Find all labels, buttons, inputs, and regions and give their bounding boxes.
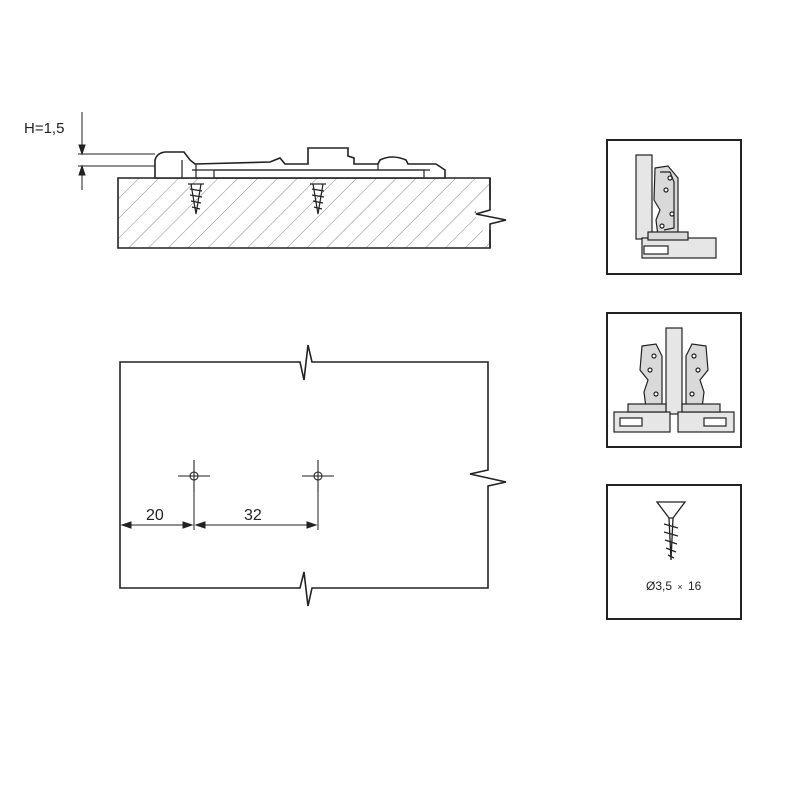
dimension-label-32: 32	[244, 507, 262, 524]
side-view: H=1,5	[24, 112, 507, 249]
height-dimension	[78, 112, 155, 190]
height-label: H=1,5	[24, 120, 64, 137]
screw-size-label: Ø3,5 × 16	[646, 579, 702, 593]
drill-hole-1	[178, 460, 210, 492]
screw-panel: Ø3,5 × 16	[606, 484, 742, 620]
panel-outline	[119, 344, 507, 607]
inset-hinge-panel	[606, 139, 742, 275]
inset-hinge-icon	[635, 154, 717, 259]
double-hinge-panel	[606, 312, 742, 448]
dimension-label-20: 20	[146, 507, 164, 524]
mounting-plate-profile	[154, 147, 446, 179]
drill-hole-2	[302, 460, 334, 492]
screw-icon	[655, 501, 687, 561]
screw-right	[310, 183, 326, 215]
dimension-lines	[120, 490, 319, 530]
double-hinge-icon	[613, 327, 735, 433]
hole-layout-view: 20 32	[119, 344, 507, 607]
screw-left	[188, 183, 204, 215]
wood-panel-section	[117, 177, 507, 249]
